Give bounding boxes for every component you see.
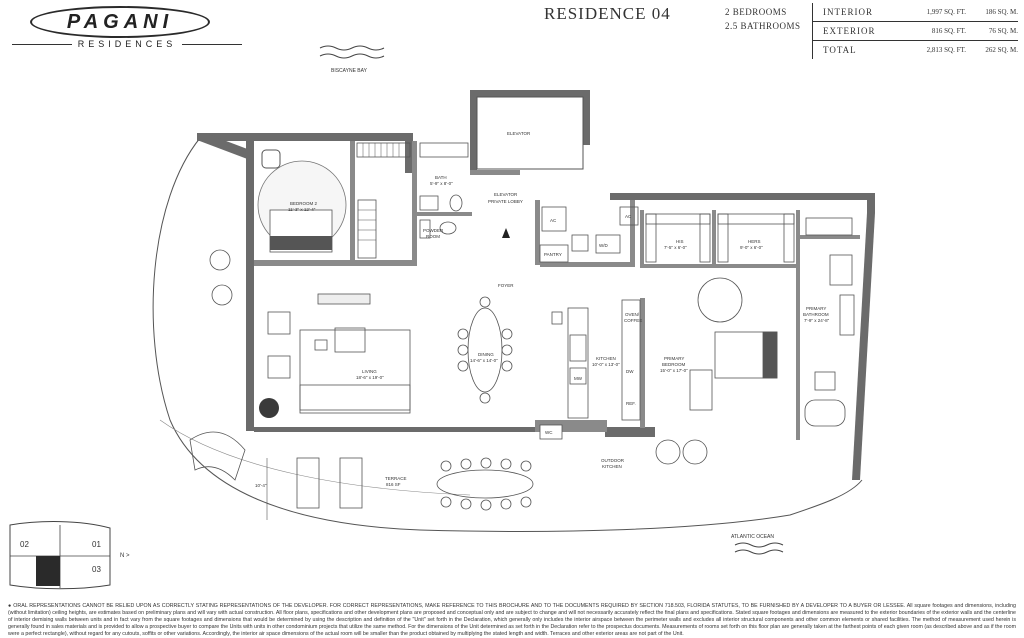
logo-subtitle-text: RESIDENCES — [77, 39, 177, 49]
bathroom-count: 2.5 BATHROOMS — [725, 21, 801, 31]
key-03: 03 — [92, 565, 101, 574]
area-table: INTERIOR 1,997 SQ. FT. 186 SQ. M. EXTERI… — [812, 3, 1018, 59]
logo-divider-left — [12, 43, 72, 45]
terrace-outline — [152, 137, 863, 532]
north-indicator: N > — [120, 553, 130, 559]
biscayne-waves — [319, 45, 385, 59]
foyer-label: FOYER — [498, 283, 514, 288]
kitchen-label: KITCHEN — [596, 356, 616, 361]
kitchen-fixtures — [551, 299, 641, 421]
logo-subtitle: RESIDENCES — [12, 39, 243, 49]
bedroom-2 — [257, 142, 411, 259]
atlantic-label: ATLANTIC OCEAN — [731, 534, 774, 540]
exterior-walls — [197, 90, 875, 480]
pagani-logo: PAGANI RESIDENCES — [12, 4, 243, 54]
area-row-interior: INTERIOR 1,997 SQ. FT. 186 SQ. M. — [813, 3, 1018, 22]
room-summary: 2 BEDROOMS 2.5 BATHROOMS — [725, 5, 801, 33]
area-label: INTERIOR — [823, 7, 873, 17]
terrace-dim: 816 SF — [386, 482, 401, 487]
key-02: 02 — [20, 540, 29, 549]
elevator-label: ELEVATOR — [507, 131, 531, 136]
primary-bath-label-2: BATHROOM — [803, 312, 829, 317]
wd-label: W/D — [599, 243, 608, 248]
primary-bath-dim: 7'-9" x 24'-8" — [804, 318, 830, 323]
hers-label: HERS — [748, 239, 761, 244]
bedroom-2-dim: 11'-3" x 12'-4" — [288, 207, 316, 212]
his-dim: 7'-5" x 6'-0" — [664, 245, 687, 250]
terrace-furniture — [189, 249, 708, 511]
area-label: TOTAL — [823, 45, 857, 55]
ac-label-1: AC — [550, 218, 557, 223]
service-area — [539, 206, 639, 263]
residence-title: RESIDENCE 04 — [544, 4, 671, 23]
bath-label: BATH — [435, 175, 447, 180]
kitchen-dim: 10'-0" x 13'-0" — [592, 362, 620, 367]
floor-plan: BISCAYNE BAY ATLANTIC OCEAN — [9, 45, 875, 590]
oven-label-2: COFFEE — [624, 318, 642, 323]
primary-bath-label-1: PRIMARY — [806, 306, 826, 311]
bath-fixtures — [419, 142, 469, 239]
terrace-depth: 10'-4" — [255, 483, 267, 488]
closets — [645, 213, 795, 263]
wc-label: WC — [545, 430, 553, 435]
mw-label: MW — [574, 376, 583, 381]
elevator-box — [476, 96, 584, 170]
oven-label-1: OVEN/ — [625, 312, 640, 317]
lobby-label-1: ELEVATOR — [494, 192, 518, 197]
wc-box — [539, 424, 563, 440]
primary-bed-label-1: PRIMARY — [664, 356, 684, 361]
powder-label-2: ROOM — [426, 234, 440, 239]
area-sqm: 186 SQ. M. — [985, 8, 1018, 16]
primary-bath-fixtures — [804, 217, 855, 427]
area-sqft: 816 SQ. FT. — [931, 27, 966, 35]
living-dim: 18'-6" x 19'-0" — [356, 375, 384, 380]
ref-label: REF. — [626, 401, 636, 406]
area-row-exterior: EXTERIOR 816 SQ. FT. 76 SQ. M. — [813, 22, 1018, 40]
powder-label-1: POWDER — [423, 228, 444, 233]
interior-walls — [254, 141, 860, 440]
logo-divider-right — [182, 43, 243, 45]
area-row-total: TOTAL 2,813 SQ. FT. 262 SQ. M. — [813, 40, 1018, 59]
key-plan: 02 01 03 — [9, 521, 111, 590]
bedroom-2-label: BEDROOM 2 — [290, 201, 318, 206]
hers-dim: 9'-0" x 6'-0" — [740, 245, 763, 250]
area-sqft: 2,813 SQ. FT. — [926, 46, 966, 54]
dining-dim: 14'-6" x 14'-0" — [470, 358, 498, 363]
terrace-inner-line — [159, 419, 471, 496]
terrace-label: TERRACE — [385, 476, 407, 481]
primary-bedroom-furniture — [689, 277, 778, 411]
living-label: LIVING — [362, 369, 377, 374]
his-label: HIS — [676, 239, 684, 244]
pantry-label: PANTRY — [544, 252, 562, 257]
dining-table — [457, 296, 513, 404]
legal-disclaimer: ● ORAL REPRESENTATIONS CANNOT BE RELIED … — [8, 603, 1016, 637]
outdoor-kitchen-label-1: OUTDOOR — [601, 458, 625, 463]
area-sqm: 76 SQ. M. — [988, 27, 1018, 35]
area-sqm: 262 SQ. M. — [985, 46, 1018, 54]
planter-dark — [259, 398, 279, 418]
dw-label: DW — [626, 369, 634, 374]
atlantic-waves — [734, 542, 784, 555]
key-01: 01 — [92, 540, 101, 549]
bath-dim: 5'-9" x 8'-0" — [430, 181, 453, 186]
biscayne-label: BISCAYNE BAY — [331, 68, 368, 74]
logo-wordmark: PAGANI — [30, 6, 210, 38]
area-label: EXTERIOR — [823, 26, 876, 36]
primary-bed-label-2: BEDROOM — [662, 362, 686, 367]
bedroom-count: 2 BEDROOMS — [725, 7, 787, 17]
area-sqft: 1,997 SQ. FT. — [926, 8, 966, 16]
lobby-label-2: PRIVATE LOBBY — [488, 199, 523, 204]
outdoor-kitchen-label-2: KITCHEN — [602, 464, 622, 469]
ac-label-2: AC — [625, 214, 632, 219]
entry-arrow-icon — [502, 228, 510, 238]
living-furniture — [267, 293, 411, 414]
primary-bed-dim: 15'-0" x 17'-0" — [660, 368, 688, 373]
dining-label: DINING — [478, 352, 494, 357]
